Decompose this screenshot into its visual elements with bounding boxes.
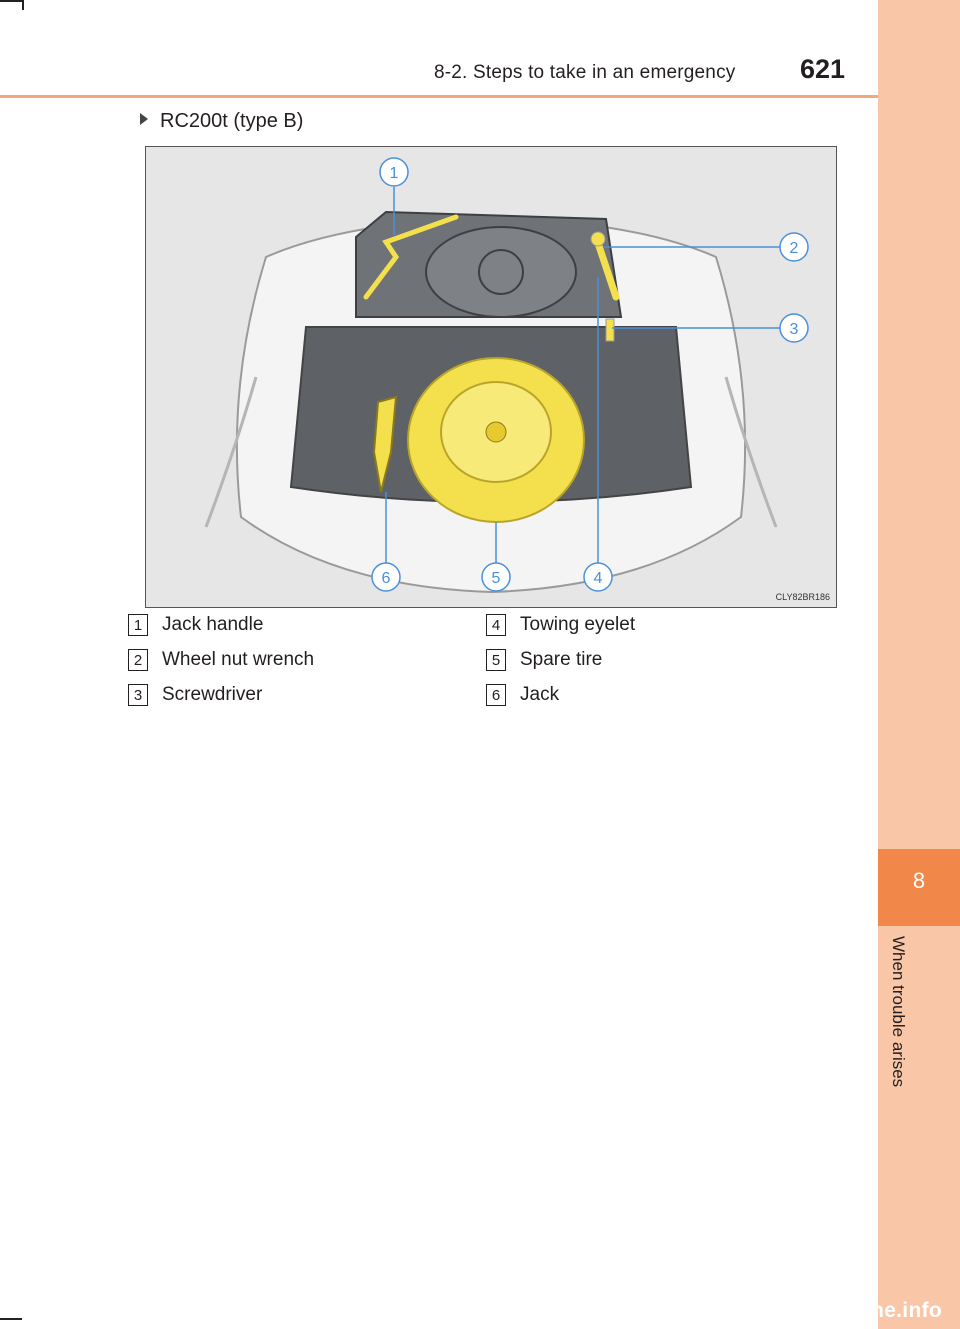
- spare-tire-hub: [485, 421, 507, 443]
- page-number: 621: [800, 54, 846, 84]
- legend-item: 6 Jack: [486, 684, 559, 706]
- callout-number: 2: [790, 240, 799, 257]
- callout-circle: [779, 313, 809, 343]
- car-fender-right: [724, 376, 778, 528]
- car-fender-left: [204, 376, 258, 528]
- floor-board-recess: [425, 226, 577, 318]
- legend-number-badge: 4: [486, 614, 506, 636]
- callout-number: 5: [492, 570, 501, 587]
- legend-number-badge: 5: [486, 649, 506, 671]
- figure-code: CLY82BR186: [775, 592, 830, 602]
- triangle-bullet-icon: [140, 113, 148, 125]
- callout-circles: [371, 157, 809, 592]
- section-heading-text: RC200t (type B): [160, 110, 304, 132]
- legend-label: Jack handle: [162, 614, 264, 636]
- legend-item: 2 Wheel nut wrench: [128, 649, 314, 671]
- legend-number-badge: 1: [128, 614, 148, 636]
- crop-mark: [0, 0, 22, 2]
- callout-lines: [385, 187, 781, 565]
- legend-number-badge: 3: [128, 684, 148, 706]
- crop-mark: [22, 0, 24, 10]
- legend-item: 4 Towing eyelet: [486, 614, 635, 636]
- callout-number: 6: [382, 570, 391, 587]
- legend-item: 1 Jack handle: [128, 614, 263, 636]
- jack-shape: [372, 395, 398, 493]
- callout-numbers: 1 2 3 4 5 6: [382, 165, 799, 587]
- legend-label: Screwdriver: [162, 684, 263, 706]
- callout-circle: [371, 562, 401, 592]
- callout-circle: [379, 157, 409, 187]
- lift-ring: [478, 249, 524, 295]
- screwdriver-shape: [605, 318, 615, 342]
- chapter-label: When trouble arises: [889, 936, 908, 1088]
- callout-circle: [779, 232, 809, 262]
- watermark: carmanualsonline.info: [712, 1299, 942, 1322]
- trunk-illustration-svg: 1 2 3 4 5 6: [204, 157, 809, 594]
- callout-number: 4: [594, 570, 603, 587]
- legend-label: Jack: [520, 684, 560, 706]
- legend-label: Spare tire: [520, 649, 603, 671]
- callout-number: 1: [390, 165, 399, 182]
- header-divider: [0, 95, 878, 98]
- crop-mark: [0, 1318, 22, 1320]
- chapter-tab-active: [878, 849, 960, 926]
- legend-item: 3 Screwdriver: [128, 684, 262, 706]
- callout-circle: [583, 562, 613, 592]
- wrench-head: [590, 231, 606, 247]
- trunk-tools-illustration: 1 2 3 4 5 6 CLY82BR186: [145, 146, 837, 608]
- chapter-tab-strip: [878, 0, 960, 1329]
- legend-number-badge: 2: [128, 649, 148, 671]
- legend-item: 5 Spare tire: [486, 649, 602, 671]
- header-section-title: 8-2. Steps to take in an emergency: [434, 62, 736, 83]
- jack-handle-shape: [363, 214, 459, 300]
- legend-label: Wheel nut wrench: [162, 649, 315, 671]
- section-heading: RC200t (type B): [140, 110, 303, 133]
- legend-label: Towing eyelet: [520, 614, 636, 636]
- wheel-nut-wrench-shape: [592, 233, 620, 301]
- legend-number-badge: 6: [486, 684, 506, 706]
- callout-circle: [481, 562, 511, 592]
- callout-number: 3: [790, 321, 799, 338]
- chapter-number: 8: [912, 868, 926, 893]
